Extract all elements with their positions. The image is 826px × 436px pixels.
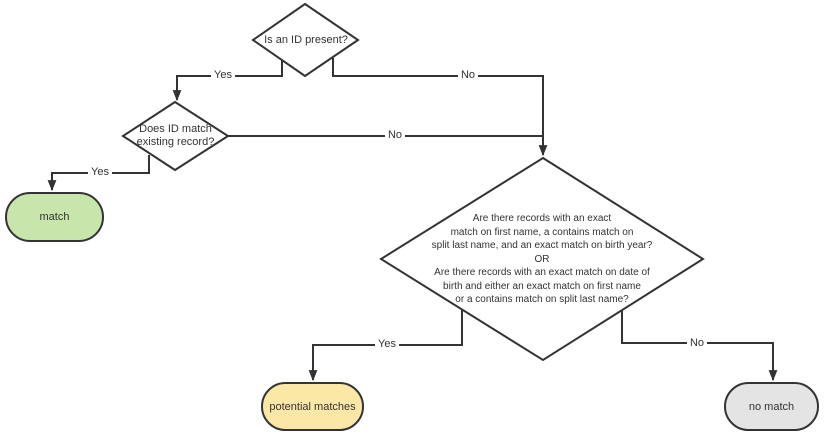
decision-diamond-does-id-match <box>121 100 230 172</box>
terminator-no-match <box>724 382 819 431</box>
edge-label-id-present-yes: Yes <box>211 69 235 81</box>
flowchart-geometry <box>5 2 819 431</box>
edge-label-id-match-no: No <box>384 129 406 141</box>
terminator-match <box>5 192 104 242</box>
decision-diamond-records-check <box>379 156 705 362</box>
edge-label-records-no: No <box>686 337 708 349</box>
edge-id-present-no <box>332 58 548 157</box>
edge-label-id-match-yes: Yes <box>88 166 112 178</box>
edge-label-id-present-no: No <box>457 69 479 81</box>
edge-label-records-yes: Yes <box>375 338 399 350</box>
terminator-potential-matches <box>261 382 364 431</box>
decision-diamond-is-id-present <box>251 2 360 78</box>
